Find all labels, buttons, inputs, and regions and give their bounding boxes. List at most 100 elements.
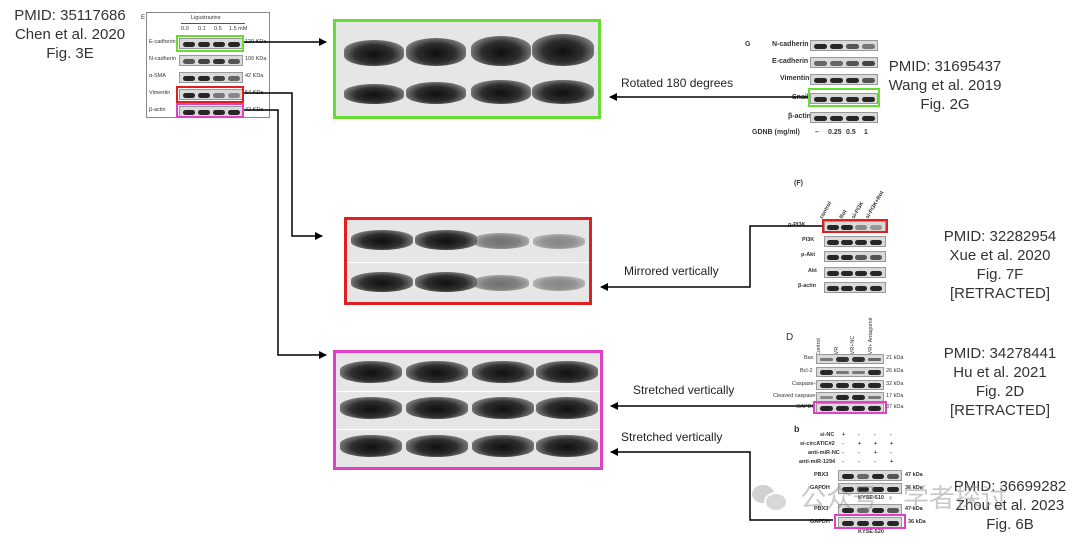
chen-treatment-label: Ligustrazine [191,15,221,21]
chen-row-label-5: β-actin [149,107,166,113]
hu-blot-row-3 [816,380,884,390]
xue-status: [RETRACTED] [949,285,1050,302]
hu-size-5: 37 kDa [886,404,904,410]
zhou-c2-v1: - [842,441,844,447]
watermark: 公众号 · 学者探讨 [752,478,1072,522]
zhou-c1-v3: - [874,432,876,438]
hu-magenta-highlight [813,401,887,414]
wang-dose-2: 0.25 [828,129,842,136]
hu-blot-row-1 [816,354,884,364]
wechat-icon [752,483,788,512]
xue-row-label-2: PI3K [802,237,815,243]
wang-blot-row-2 [810,57,878,68]
zhou-b1-size-1: 47 kDa [905,472,923,478]
hu-size-1: 21 kDa [886,355,904,361]
zhou-c1-v4: - [890,432,892,438]
zhou-figure: Fig. 6B [986,516,1034,533]
zhou-b2-size-2: 36 kDa [908,519,926,525]
arrow-zhou-to-magenta [610,448,833,521]
zhou-cond-label-2: si-circATIC#2 [800,441,835,447]
zhou-b1-blot-row-2 [838,483,902,494]
zhou-c4-v3: - [874,459,876,465]
zhou-c1-v1: + [842,432,846,438]
hu-size-4: 17 kDa [886,393,904,399]
chen-dose-3: 0.5 [214,26,222,32]
xue-red-highlight [822,219,888,233]
zhou-b2-cell-line: KYSE-520 [858,529,884,535]
wang-author: Wang et al. 2019 [888,77,1002,94]
wang-panel-letter: G [745,41,751,48]
wang-dose-label: GDNB (mg/ml) [752,129,800,136]
chen-caption: PMID: 35117686 Chen et al. 2020 Fig. 3E [0,6,140,63]
xue-row-label-3: p-Akt [801,252,816,258]
xue-blot-panel: (F) control Rot si-PI3K si-PI3K+Rot p-PI… [784,178,889,296]
zhou-b1-size-2: 36 kDa [905,485,923,491]
zhou-b1-row-label-2: GAPDH [810,485,830,491]
zhou-blot-panel: b si-NC si-circATIC#2 anti-miR-NC anti-m… [788,424,938,544]
zhou-b1-cell-line: KYSE-510 [858,495,884,501]
hu-status: [RETRACTED] [949,402,1050,419]
hu-author: Hu et al. 2021 [953,364,1047,381]
xue-row-label-5: β-actin [798,283,817,289]
stretched-note-2: Stretched vertically [621,430,723,444]
xue-row-label-4: Akt [808,268,817,274]
zhou-panel-letter: b [794,424,800,434]
zhou-cond-label-4: anti-miR-1294 [799,459,836,465]
hu-size-2: 26 kDa [886,368,904,374]
xue-author: Xue et al. 2020 [949,247,1051,264]
hu-row-label-3: Caspase-3 [792,381,819,387]
chen-blot-row-2 [179,55,243,66]
zhou-c2-v3: + [874,441,878,447]
xue-blot-row-4 [824,267,886,278]
chen-size-2: 100 KDa [245,56,267,62]
xue-caption: PMID: 32282954 Xue et al. 2020 Fig. 7F [… [935,227,1065,303]
wang-dose-3: 0.5 [846,129,856,136]
wang-blot-row-5 [810,112,878,123]
xue-blot-row-3 [824,251,886,262]
chen-green-highlight [176,35,244,52]
chen-figure: Fig. 3E [46,45,94,62]
zhou-cond-label-1: si-NC [820,432,835,438]
zhou-author: Zhou et al. 2023 [955,497,1065,514]
arrow-xue-to-red [600,225,822,291]
wang-figure: Fig. 2G [920,96,970,113]
zhou-magenta-highlight [834,514,906,529]
chen-treatment-line [181,23,245,24]
zhou-c4-v1: - [842,459,844,465]
chen-magenta-highlight [176,103,244,118]
zhou-c2-v4: + [890,441,894,447]
chen-red-highlight [176,86,244,103]
zhou-c1-v2: - [858,432,860,438]
zoom-magenta-box [333,350,603,470]
zoom-green-box [333,19,601,119]
wang-row-label-5: β-actin [788,113,811,120]
chen-dose-4: 1.5 mM [229,26,248,32]
wang-dose-4: 1 [864,129,868,136]
zhou-c4-v2: - [858,459,860,465]
wang-row-label-2: E-cadherin [772,58,809,65]
mirrored-note: Mirrored vertically [624,264,719,278]
chen-dose-1: 0.0 [181,26,189,32]
wang-pmid: PMID: 31695437 [888,58,1002,75]
zhou-caption: PMID: 36699282 Zhou et al. 2023 Fig. 6B [945,477,1075,534]
hu-figure: Fig. 2D [975,383,1025,400]
wang-blot-row-3 [810,74,878,85]
xue-blot-row-2 [824,236,886,247]
watermark-text: 公众号 · 学者探讨 [800,484,1008,514]
zhou-c3-v1: - [842,450,844,456]
wang-blot-row-4 [810,93,878,104]
chen-row-label-3: α-SMA [149,73,166,79]
hu-blot-row-2 [816,367,884,377]
arrow-chen-to-magenta [244,109,327,359]
wang-dose-1: – [815,129,819,136]
chen-dose-2: 0.1 [198,26,206,32]
xue-row-label-1: p-PI3K [788,222,806,228]
wang-row-label-3: Vimentin [780,75,810,82]
zhou-b2-size-1: 47 kDa [905,506,923,512]
chen-row-label-2: N-cadherin [149,56,176,62]
xue-blot-row-5 [824,282,886,293]
chen-panel-letter: E [141,15,146,21]
zhou-c3-v4: - [890,450,892,456]
chen-size-3: 42 KDa [245,73,264,79]
wang-blot-row-1 [810,40,878,51]
